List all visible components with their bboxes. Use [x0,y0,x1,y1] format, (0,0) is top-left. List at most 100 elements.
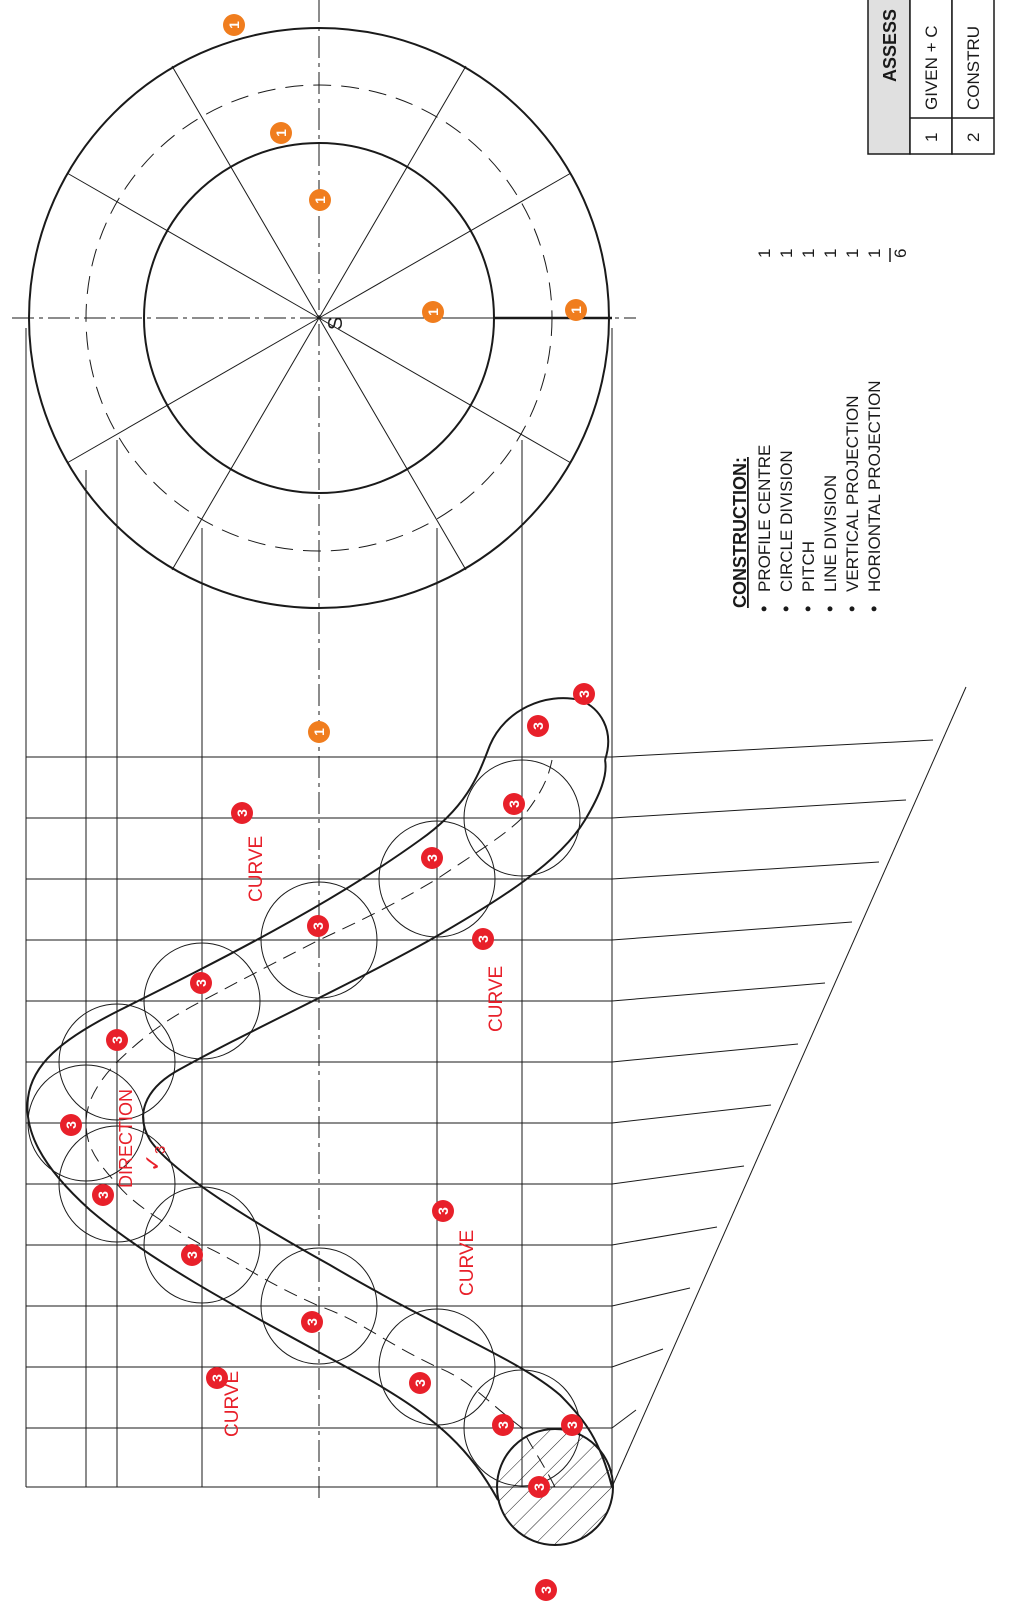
rotated-annotations: S CURVE CURVE CURVE CURVE DIRECTION ✓ 3 … [116,0,995,1437]
curve-mark-badge: 3 [181,1244,203,1266]
assessment-row-number: 1 [922,133,941,142]
construction-mark-badge: 1 [565,299,587,321]
svg-text:3: 3 [424,854,440,862]
construction-item: HORIONTAL PROJECTION [865,380,884,592]
svg-text:3: 3 [564,1421,580,1429]
division-ray [611,921,853,941]
construction-marks: 1 1 1 1 1 1 [223,14,587,743]
svg-text:1: 1 [226,21,242,29]
svg-text:1: 1 [273,129,289,137]
svg-text:3: 3 [435,1207,451,1215]
construction-legend: CONSTRUCTION: • PROFILE CENTRE 1 • CIRCL… [730,248,910,612]
svg-text:3: 3 [475,935,491,943]
svg-text:1: 1 [425,308,441,316]
svg-text:3: 3 [506,800,522,808]
division-ray [611,799,907,819]
division-ray [611,1287,691,1307]
division-ray [611,1104,772,1124]
svg-text:3: 3 [531,1483,547,1491]
division-ray [611,1409,637,1429]
curve-annotation: CURVE [222,1371,243,1437]
construction-bullet: • [820,606,840,612]
assessment-row-label: CONSTRU [964,26,983,110]
curve-annotation: CURVE [486,966,507,1032]
construction-total: 6 [891,249,910,258]
svg-text:3: 3 [109,1036,125,1044]
curve-mark-badge: 3 [535,1579,557,1601]
helix-inner-curve [142,759,613,1488]
division-ray [611,739,934,758]
construction-mark-badge: 1 [270,122,292,144]
construction-mark-badge: 1 [422,301,444,323]
construction-item: PROFILE CENTRE [755,445,774,592]
svg-text:3: 3 [538,1586,554,1594]
svg-text:3: 3 [193,979,209,987]
construction-item: LINE DIVISION [821,475,840,592]
svg-text:3: 3 [63,1121,79,1129]
svg-text:3: 3 [209,1374,225,1382]
construction-item: VERTICAL PROJECTION [843,396,862,592]
direction-mark: 3 [152,1146,169,1154]
curve-mark-badge: 3 [409,1372,431,1394]
helix-outer-curve [26,697,610,1501]
svg-text:1: 1 [311,728,327,736]
division-ray [611,1165,745,1185]
centre-label: S [325,317,347,330]
helix-profile-circles [27,759,614,1546]
svg-text:3: 3 [95,1191,111,1199]
construction-item-mark: 1 [821,249,840,258]
division-ray [611,1348,664,1368]
direction-tick: ✓ [140,1154,165,1172]
construction-item: CIRCLE DIVISION [777,450,796,592]
construction-bullet: • [754,606,774,612]
division-ray [611,982,826,1002]
curve-mark-badge: 3 [472,928,494,950]
svg-text:3: 3 [310,922,326,930]
curve-mark-badge: 3 [573,683,595,705]
curve-mark-badge: 3 [307,915,329,937]
svg-text:3: 3 [304,1318,320,1326]
line-division-fan [611,686,967,1488]
construction-bullet: • [864,606,884,612]
construction-bullet: • [798,606,818,612]
curve-mark-badge: 3 [527,715,549,737]
assessment-row-label: GIVEN + C [922,25,941,110]
curve-mark-badge: 3 [561,1414,583,1436]
svg-text:3: 3 [495,1421,511,1429]
curve-mark-badge: 3 [301,1311,323,1333]
curve-mark-badge: 3 [528,1476,550,1498]
svg-text:1: 1 [568,306,584,314]
svg-text:3: 3 [184,1251,200,1259]
assessment-row-cell [951,0,995,155]
construction-heading: CONSTRUCTION: [730,457,750,608]
construction-item-mark: 1 [799,249,818,258]
curve-mark-badge: 3 [60,1114,82,1136]
direction-annotation: DIRECTION [116,1089,136,1188]
helix-centre-path [85,759,556,1488]
assessment-header: ASSESS [880,9,900,82]
svg-text:3: 3 [234,809,250,817]
curve-mark-badge: 3 [92,1184,114,1206]
construction-bullet: • [776,606,796,612]
construction-bullet: • [842,606,862,612]
curve-annotation: CURVE [457,1230,478,1296]
curve-mark-badge: 3 [421,847,443,869]
construction-item-mark: 1 [755,249,774,258]
curve-annotation: CURVE [246,836,267,902]
construction-mark-badge: 1 [223,14,245,36]
hatched-start-section [496,1428,614,1546]
svg-text:1: 1 [312,196,328,204]
construction-item-mark: 1 [777,249,796,258]
curve-mark-badge: 3 [503,793,525,815]
assessment-row-number: 2 [964,133,983,142]
svg-text:3: 3 [412,1379,428,1387]
curve-mark-badge: 3 [231,802,253,824]
curve-mark-badge: 3 [492,1414,514,1436]
division-baseline [611,686,967,1488]
construction-mark-badge: 1 [309,189,331,211]
division-ray [611,1043,799,1063]
construction-mark-badge: 1 [308,721,330,743]
curve-mark-badge: 3 [432,1200,454,1222]
construction-item-mark: 1 [865,249,884,258]
curve-mark-badge: 3 [106,1029,128,1051]
